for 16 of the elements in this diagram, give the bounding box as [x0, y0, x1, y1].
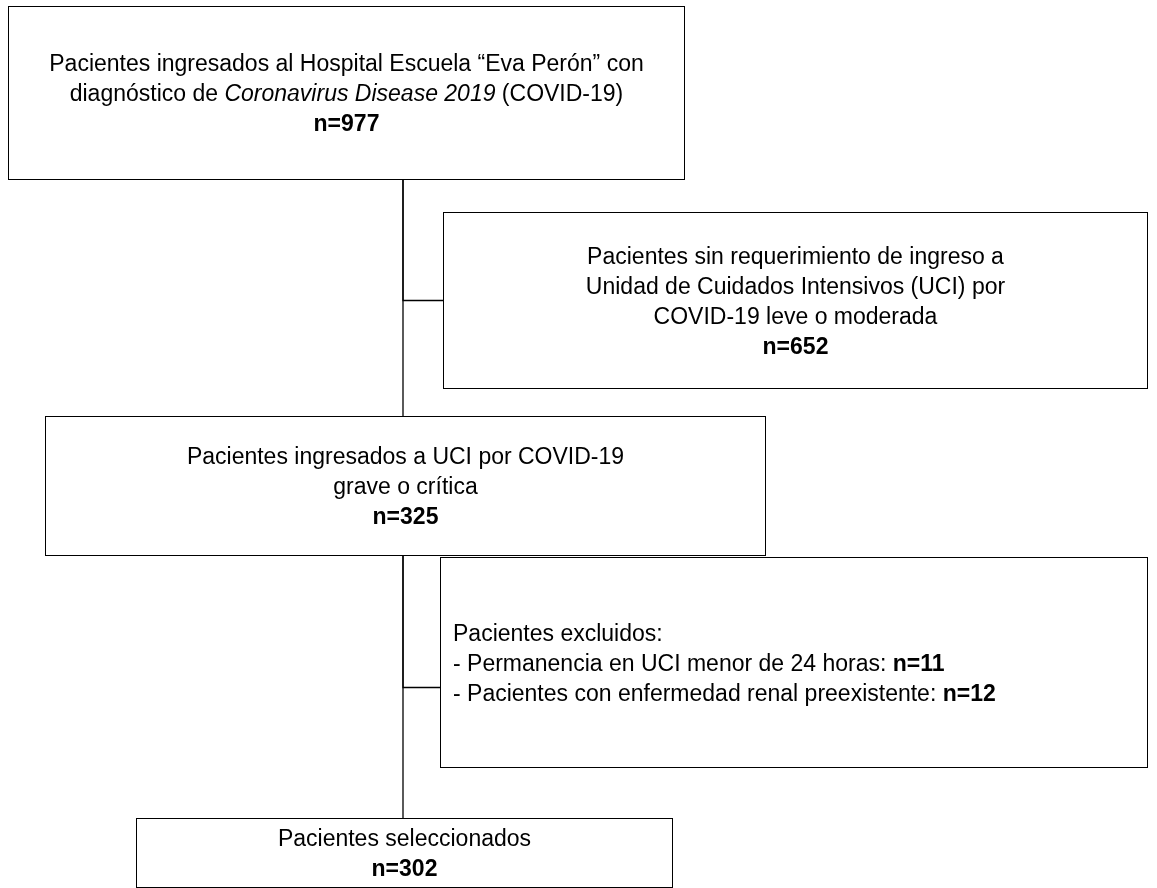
flow-box — [45, 416, 766, 556]
count-text: n=652 — [762, 331, 829, 361]
flow-box — [8, 6, 685, 180]
flow-box — [440, 557, 1148, 768]
box-text: - Permanencia en UCI menor de 24 horas: n=11 — [453, 648, 946, 678]
count-text: n=325 — [372, 502, 439, 531]
box-text: Pacientes excluidos: — [453, 618, 664, 648]
box-text: - Pacientes con enfermedad renal preexistente: n=12 — [453, 678, 997, 708]
box-text: Pacientes seleccionados — [277, 824, 532, 853]
connector-line — [402, 179, 444, 302]
box-text: Pacientes ingresados al Hospital Escuela “Eva Perón” con diagnóstico de Coronavirus Disease 2019 (COVID-19) — [48, 49, 645, 108]
count-text: n=977 — [313, 109, 380, 138]
flow-box — [443, 212, 1148, 389]
flow-box — [136, 818, 673, 888]
connector-line — [402, 555, 441, 689]
count-text: n=302 — [371, 854, 438, 883]
